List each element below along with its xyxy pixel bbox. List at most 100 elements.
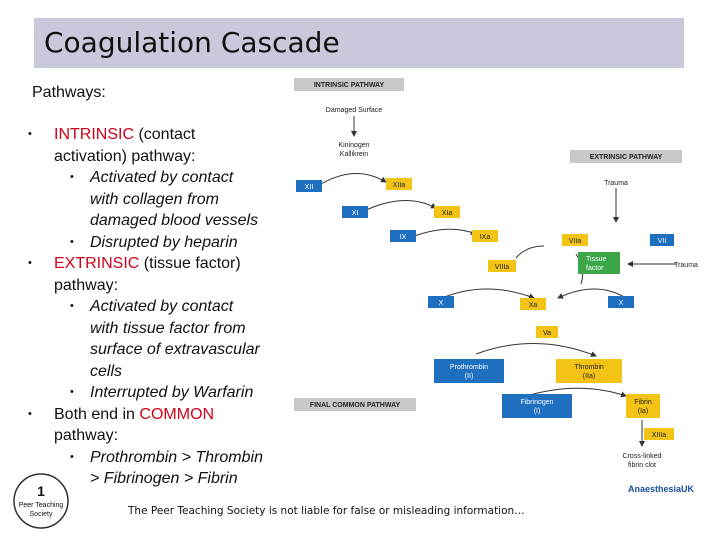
common-name: COMMON — [139, 405, 215, 423]
svg-text:VII: VII — [658, 238, 667, 245]
sub-bullet-text: Activated by contact — [90, 298, 234, 315]
svg-text:Xa: Xa — [529, 302, 538, 309]
factor-vii: VII — [650, 234, 674, 246]
svg-text:(I): (I) — [534, 408, 541, 415]
logo-line1: Peer Teaching — [19, 502, 64, 509]
factor-va: Va — [536, 326, 558, 338]
anaesthesia-uk-logo: AnaesthesiaUK — [628, 484, 695, 494]
sub-bullet: •Activated by contact — [70, 169, 234, 186]
fibrinogen-box: Fibrinogen (I) — [502, 394, 572, 418]
svg-text:XII: XII — [305, 184, 314, 191]
svg-text:INTRINSIC PATHWAY: INTRINSIC PATHWAY — [314, 82, 385, 89]
svg-text:IXa: IXa — [480, 234, 491, 241]
bullet-extrinsic: •EXTRINSIC (tissue factor) — [28, 255, 241, 272]
svg-text:(II): (II) — [465, 373, 474, 380]
sub-bullet-text: with tissue factor from — [90, 319, 246, 337]
factor-viiia: VIIIa — [488, 260, 516, 272]
sub-bullet: •Prothrombin > Thrombin — [70, 448, 263, 466]
bullet-common-cont: pathway: — [28, 425, 298, 447]
factor-ixa: IXa — [472, 230, 498, 242]
tissue-factor-box: Tissue factor — [578, 252, 620, 274]
factor-xii: XII — [296, 180, 322, 192]
sub-bullet-text: surface of extravascular — [90, 341, 260, 358]
coagulation-diagram: INTRINSIC PATHWAY EXTRINSIC PATHWAY FINA… — [294, 78, 698, 469]
svg-text:XIIa: XIIa — [393, 182, 406, 189]
pathway-arrows — [320, 116, 676, 447]
common-text-pre: Both end in — [54, 405, 140, 423]
svg-text:XIIIa: XIIIa — [652, 432, 667, 439]
bullet-extrinsic-cont: pathway: — [28, 275, 298, 297]
extrinsic-text-2: pathway: — [54, 276, 119, 294]
thrombin-box: Thrombin (IIa) — [556, 359, 622, 383]
factor-xi: XI — [342, 206, 368, 218]
sub-bullet-text: Interrupted by Warfarin — [90, 384, 254, 401]
sub-bullet-text: with collagen from — [90, 190, 219, 208]
sub-bullet: •Interrupted by Warfarin — [70, 384, 254, 401]
svg-text:Thrombin: Thrombin — [574, 364, 604, 371]
factor-x-right: X — [608, 296, 634, 308]
intrinsic-name: INTRINSIC — [54, 126, 134, 143]
clot-label-2: fibrin clot — [628, 462, 656, 469]
factor-xiia: XIIa — [386, 178, 412, 190]
svg-text:(Ia): (Ia) — [638, 408, 649, 415]
svg-text:Va: Va — [543, 330, 551, 337]
common-text-2: pathway: — [54, 427, 119, 444]
sub-bullet-text: Disrupted by heparin — [90, 233, 238, 251]
logo-number: 1 — [37, 483, 45, 499]
svg-text:IX: IX — [400, 234, 407, 241]
factor-x-left: X — [428, 296, 454, 308]
svg-text:XI: XI — [352, 210, 359, 217]
clot-label-1: Cross-linked — [623, 453, 662, 460]
svg-text:Tissue: Tissue — [586, 256, 606, 263]
slide-title: Coagulation Cascade — [44, 26, 340, 59]
svg-text:EXTRINSIC PATHWAY: EXTRINSIC PATHWAY — [590, 154, 663, 161]
title-bar: Coagulation Cascade — [34, 18, 684, 68]
factor-ix: IX — [390, 230, 416, 242]
svg-text:X: X — [439, 300, 444, 307]
damaged-surface-label: Damaged Surface — [326, 107, 383, 114]
sub-bullet-text: > Fibrinogen > Fibrin — [90, 470, 238, 487]
svg-text:Prothrombin: Prothrombin — [450, 364, 488, 371]
svg-text:FINAL COMMON PATHWAY: FINAL COMMON PATHWAY — [310, 402, 401, 409]
svg-text:Fibrinogen: Fibrinogen — [520, 399, 553, 406]
bullet-intrinsic-cont: activation) pathway: — [28, 146, 298, 168]
sub-bullet-cont: > Fibrinogen > Fibrin — [28, 468, 298, 490]
intrinsic-header: INTRINSIC PATHWAY — [294, 78, 404, 91]
peer-teaching-society-logo: 1 Peer Teaching Society — [13, 473, 69, 529]
sub-bullet-cont: surface of extravascular — [28, 339, 298, 361]
bullet-list: •INTRINSIC (contact activation) pathway:… — [28, 124, 298, 490]
bullet-common: •Both end in COMMON — [28, 405, 215, 423]
svg-text:factor: factor — [586, 265, 604, 272]
intrinsic-text-2: activation) pathway: — [54, 147, 196, 165]
kininogen-label: Kininogen — [338, 142, 369, 149]
svg-text:XIa: XIa — [442, 210, 453, 217]
common-header: FINAL COMMON PATHWAY — [294, 398, 416, 411]
sub-bullet-cont: cells — [28, 361, 298, 383]
sub-bullet: •Activated by contact — [70, 298, 234, 315]
svg-text:VIIIa: VIIIa — [495, 264, 510, 271]
fibrin-box: Fibrin (Ia) — [626, 394, 660, 418]
sub-bullet-cont: damaged blood vessels — [28, 210, 298, 232]
disclaimer-footer: The Peer Teaching Society is not liable … — [128, 505, 525, 517]
sub-bullet-cont: with collagen from — [28, 189, 298, 211]
svg-text:(IIa): (IIa) — [583, 373, 595, 380]
sub-bullet-text: Activated by contact — [90, 169, 234, 186]
kallikrein-label: Kallikrein — [340, 151, 369, 158]
pathways-label: Pathways: — [32, 84, 106, 101]
svg-text:Fibrin: Fibrin — [634, 399, 652, 406]
factor-xa: Xa — [520, 298, 546, 310]
extrinsic-name: EXTRINSIC — [54, 255, 140, 272]
factor-xia: XIa — [434, 206, 460, 218]
sub-bullet: •Disrupted by heparin — [70, 233, 238, 251]
trauma-side-label: Trauma — [674, 262, 698, 269]
sub-bullet-cont: with tissue factor from — [28, 318, 298, 340]
prothrombin-box: Prothrombin (II) — [434, 359, 504, 383]
extrinsic-text-1: (tissue factor) — [139, 255, 241, 272]
bullet-intrinsic: •INTRINSIC (contact — [28, 126, 196, 143]
svg-text:VIIa: VIIa — [569, 238, 582, 245]
sub-bullet-text: Prothrombin > Thrombin — [90, 448, 263, 466]
trauma-top-label: Trauma — [604, 180, 628, 187]
intrinsic-text-1: (contact — [134, 126, 196, 143]
extrinsic-header: EXTRINSIC PATHWAY — [570, 150, 682, 163]
sub-bullet-text: damaged blood vessels — [90, 212, 259, 229]
